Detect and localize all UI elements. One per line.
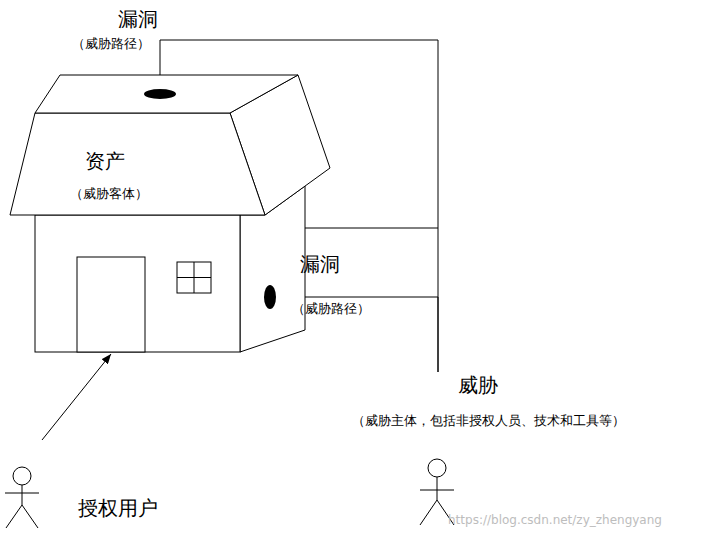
watermark: https://blog.csdn.net/zy_zhengyang xyxy=(448,514,662,528)
vulnerability-hole: 漏洞（威胁路径） xyxy=(264,285,276,309)
hole-shape xyxy=(264,285,276,309)
node-note: （威胁主体，包括非授权人员、技术和工具等） xyxy=(352,414,625,429)
node-heading: 漏洞 xyxy=(118,8,158,31)
vulnerability-hole: 漏洞（威胁路径） xyxy=(144,89,176,99)
authorized-user: 授权用户 xyxy=(2,440,192,535)
authorized-user-figure xyxy=(2,440,192,535)
node-note: （威胁客体） xyxy=(70,187,148,202)
node-heading: 资产 xyxy=(85,150,125,173)
threat-actor: 威胁 （威胁主体，包括非授权人员、技术和工具等） xyxy=(345,372,700,532)
asset-house-figure xyxy=(10,70,335,354)
node-heading: 漏洞 xyxy=(300,253,340,276)
threat-actor-figure xyxy=(345,372,700,532)
node-heading: 授权用户 xyxy=(78,497,158,520)
hole-shape xyxy=(144,89,176,99)
node-heading: 威胁 xyxy=(458,374,498,397)
asset-house: 资产 （威胁客体） 漏洞（威胁路径） 漏洞（威胁路径） xyxy=(10,70,335,354)
node-note: （威胁路径） xyxy=(292,302,370,317)
node-note: （威胁路径） xyxy=(72,37,150,52)
threat-arrow xyxy=(42,354,111,440)
branch-arrow xyxy=(291,228,438,229)
threat-arrow xyxy=(276,297,438,372)
